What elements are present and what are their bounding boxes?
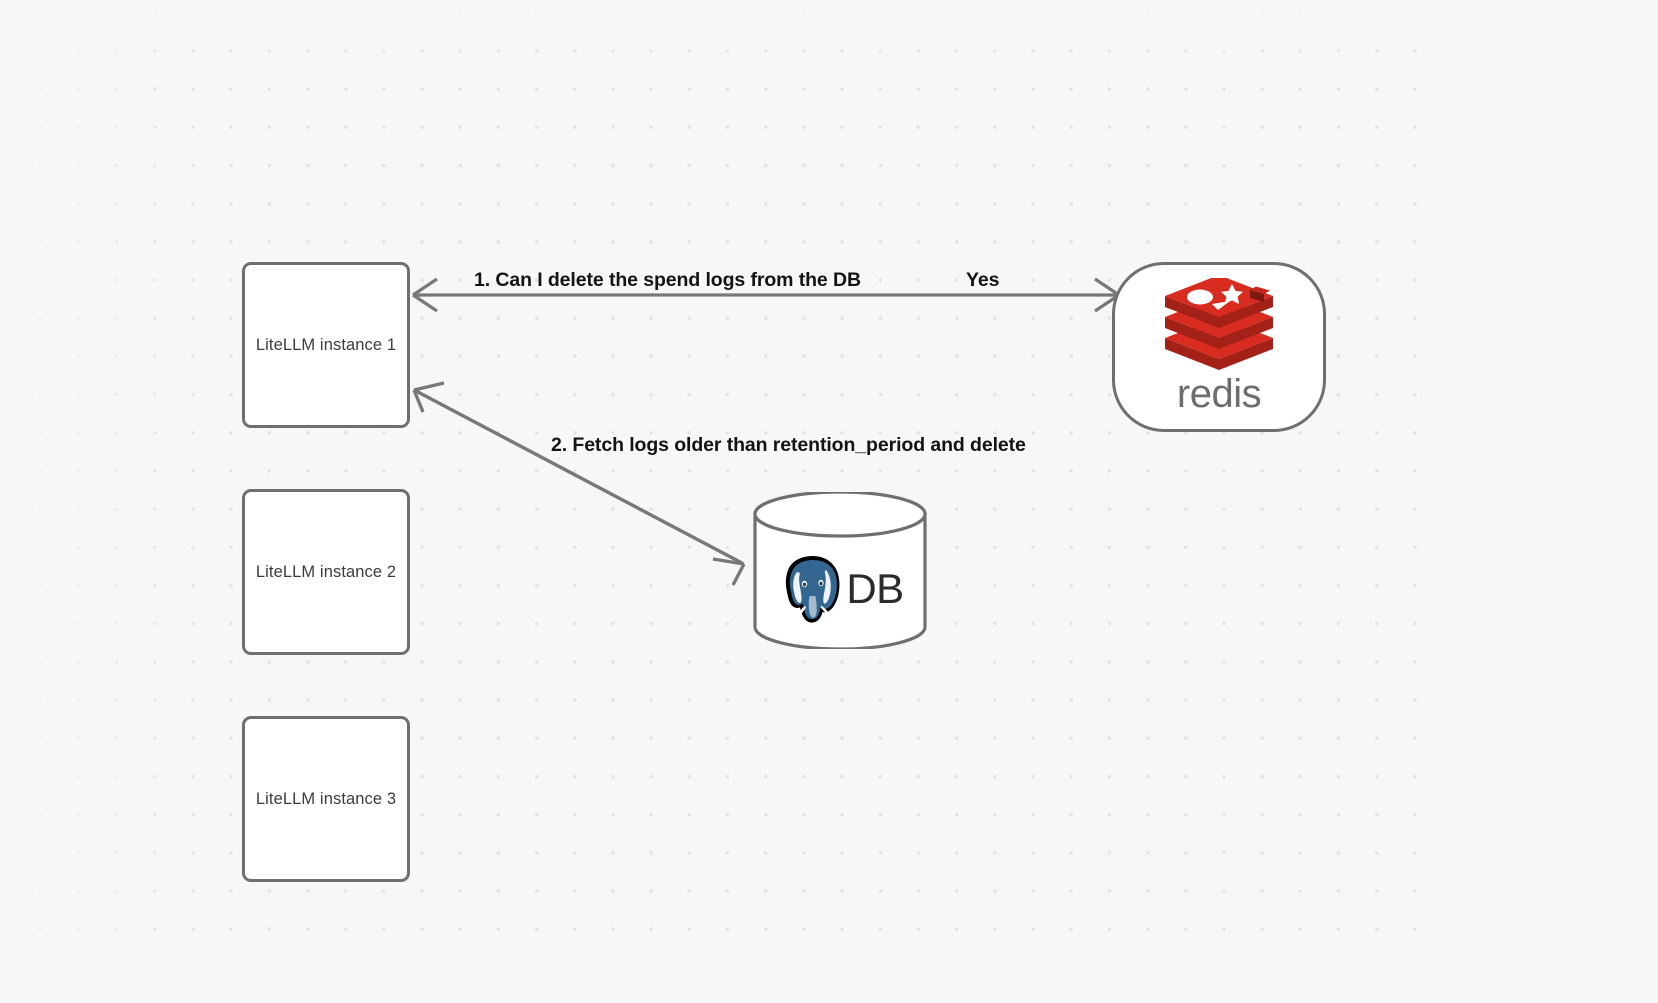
database-label: DB <box>846 565 904 612</box>
node-litellm-instance-2[interactable]: LiteLLM instance 2 <box>242 489 410 655</box>
database-cylinder-shape <box>753 492 927 649</box>
node-label-litellm-instance-3: LiteLLM instance 3 <box>255 789 397 808</box>
edge-label-delete-spend-logs: 1. Can I delete the spend logs from the … <box>474 269 861 291</box>
redis-wordmark: redis <box>1177 374 1262 416</box>
node-label-litellm-instance-2: LiteLLM instance 2 <box>255 562 397 581</box>
postgresql-elephant-icon <box>786 556 840 623</box>
edge-label-fetch-logs-retention: 2. Fetch logs older than retention_perio… <box>551 434 1026 456</box>
node-litellm-instance-1[interactable]: LiteLLM instance 1 <box>242 262 410 428</box>
edge-litellm1-to-database <box>412 381 746 586</box>
node-redis[interactable]: redis <box>1112 262 1326 432</box>
edge-label-yes: Yes <box>966 269 1000 291</box>
database-node-content: DB <box>752 544 928 634</box>
redis-logo-icon <box>1165 278 1273 370</box>
node-label-litellm-instance-1: LiteLLM instance 1 <box>255 335 397 354</box>
redis-wordmark-text: redis <box>1177 374 1261 416</box>
node-litellm-instance-3[interactable]: LiteLLM instance 3 <box>242 716 410 882</box>
node-database[interactable]: DB <box>752 492 928 649</box>
